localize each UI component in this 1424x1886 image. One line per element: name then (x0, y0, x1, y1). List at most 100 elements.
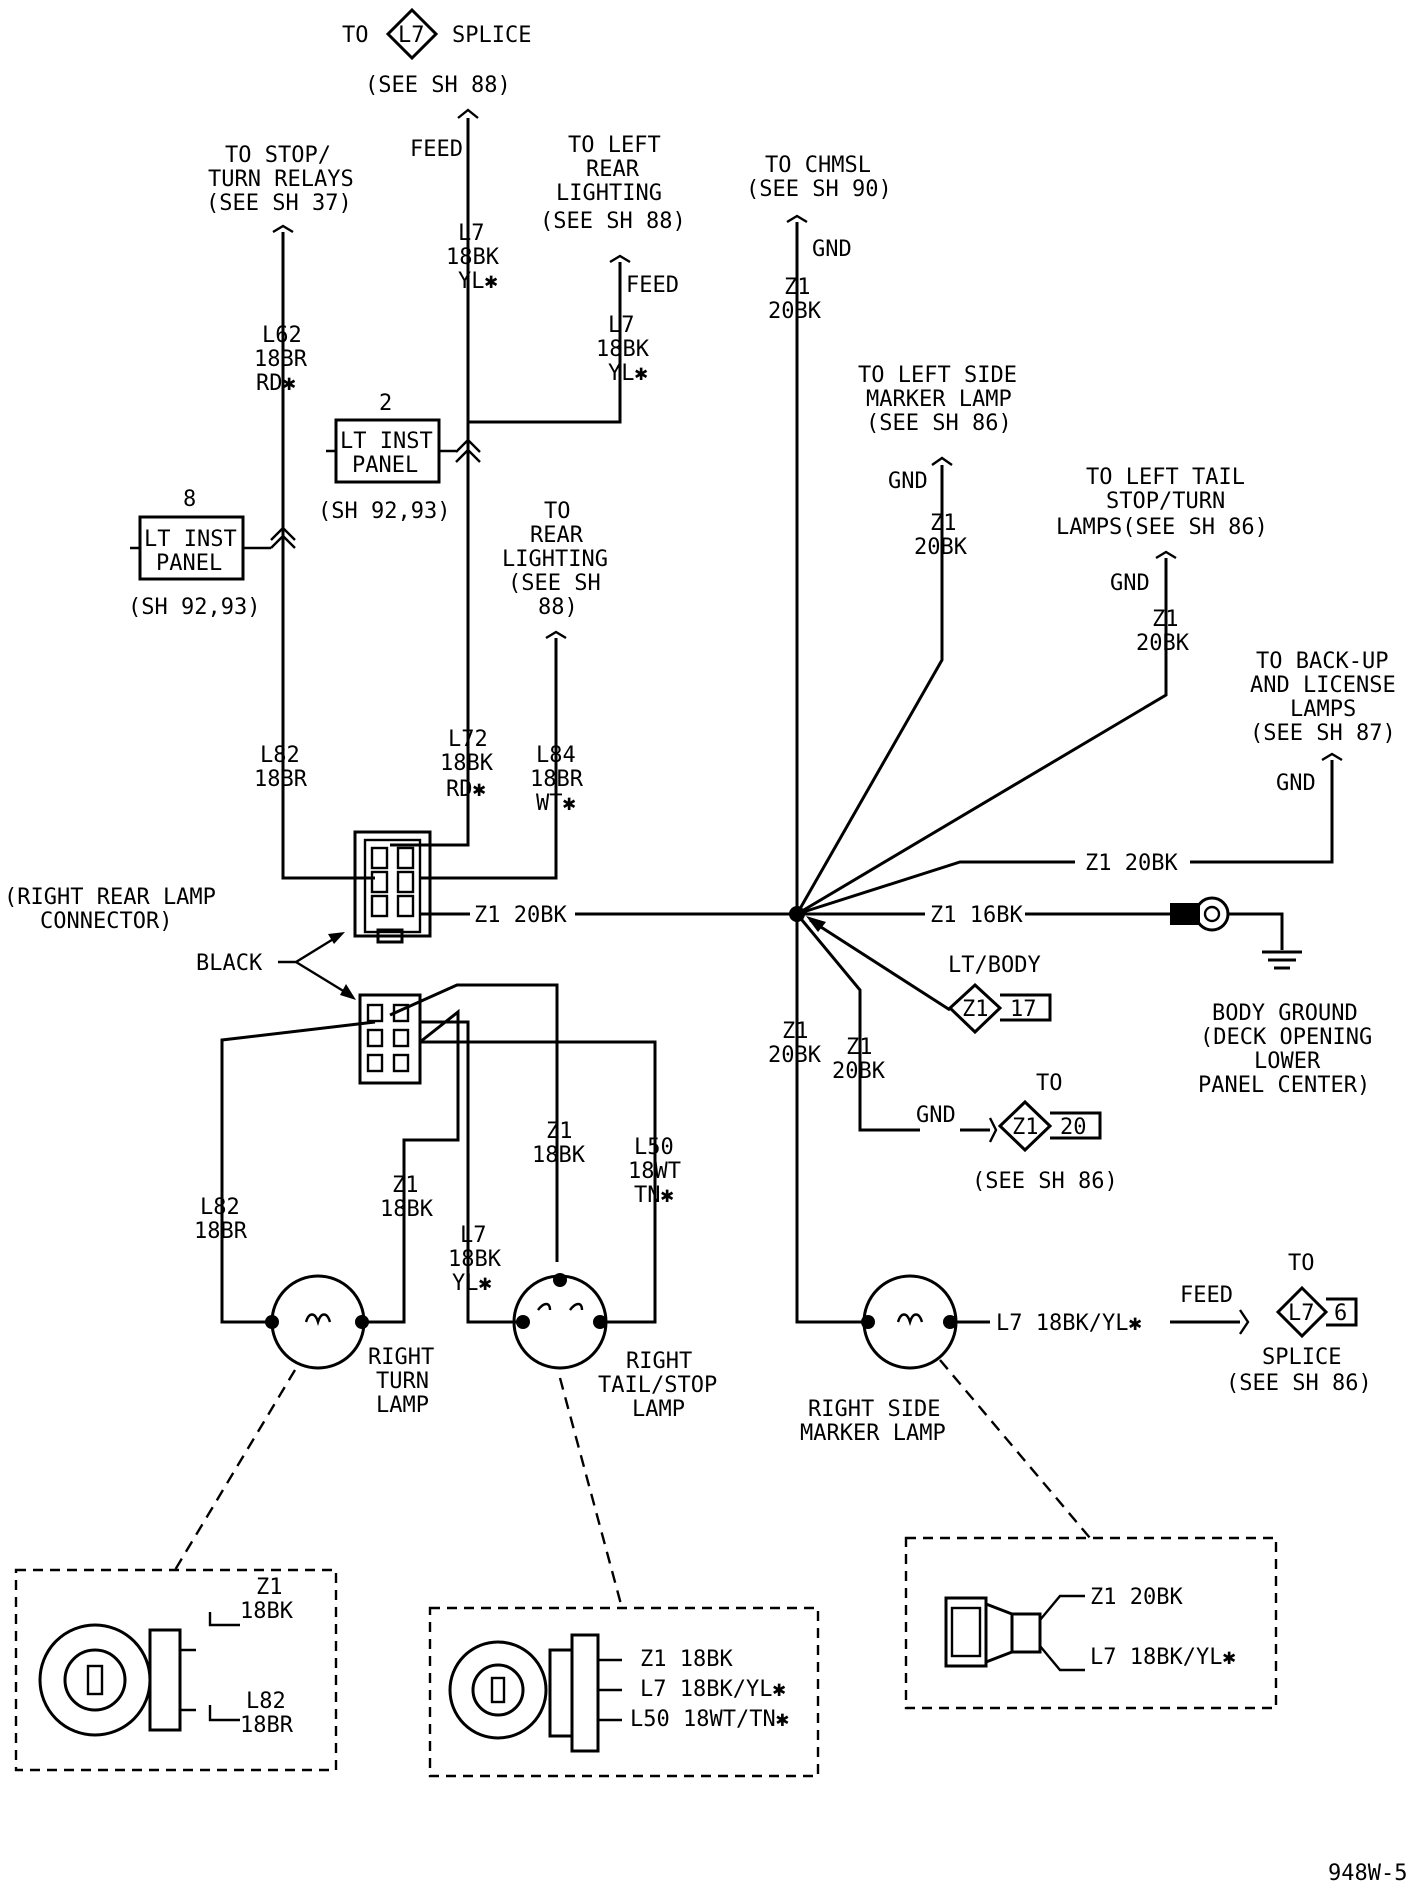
feed-lr: FEED (626, 273, 679, 298)
side-marker-socket-detail (904, 1536, 1278, 1710)
side-marker-2: MARKER LAMP (866, 387, 1012, 412)
lt-inst-panel-8 (130, 515, 271, 581)
splice-top-word: SPLICE (452, 23, 531, 48)
wires (173, 108, 1343, 1609)
panel8-1: LT INST (144, 527, 237, 552)
splice-z1-20 (997, 1099, 1102, 1153)
see-86-a: (SEE SH 86) (972, 1169, 1118, 1194)
left-rear-3: LIGHTING (556, 181, 662, 206)
l50-2: 18WT (628, 1159, 681, 1184)
gnd-20: GND (916, 1103, 956, 1128)
l62-1: L62 (262, 323, 302, 348)
l7-a-2: 18BK (446, 245, 500, 270)
tail-stop-lamp-socket-detail (428, 1606, 820, 1778)
lt-body-id: Z1 (962, 997, 989, 1022)
panel2-1: LT INST (340, 429, 433, 454)
turn-lamp-2: TURN (376, 1369, 429, 1394)
z1-backup: Z1 20BK (1085, 851, 1178, 876)
z1-v2-2: 20BK (832, 1059, 886, 1084)
turn-lamp-1: RIGHT (368, 1345, 434, 1370)
z1-sm-2: 20BK (914, 535, 968, 560)
side-marker-3: (SEE SH 86) (866, 411, 1012, 436)
box1-l82-2: 18BR (240, 1713, 294, 1738)
splice-z1-17 (947, 982, 1052, 1035)
l84-3: WT✱ (536, 791, 576, 816)
z1-20-id: Z1 (1012, 1115, 1039, 1140)
tail-lamp-3: LAMP (632, 1397, 685, 1422)
right-side-marker-lamp (861, 1274, 958, 1370)
l84-2: 18BR (530, 767, 584, 792)
splice6-1: SPLICE (1262, 1345, 1341, 1370)
chmsl-2: (SEE SH 90) (746, 177, 892, 202)
lt-body-num: 17 (1010, 997, 1037, 1022)
splice-top-ref: (SEE SH 88) (365, 73, 511, 98)
panel8-num: 8 (183, 487, 196, 512)
backup-1: TO BACK-UP (1256, 649, 1388, 674)
side-lamp-2: MARKER LAMP (800, 1421, 946, 1446)
tail-1: TO LEFT TAIL (1086, 465, 1245, 490)
l7-a-3: YL✱ (458, 269, 498, 294)
tail-lamp-1: RIGHT (626, 1349, 692, 1374)
chmsl-1: TO CHMSL (765, 153, 871, 178)
l7-b-1: L7 (608, 313, 635, 338)
z1-18-1: Z1 (546, 1119, 573, 1144)
right-rear-lamp-connector-lower (358, 993, 422, 1085)
splice-l7-top (385, 7, 439, 61)
turn-lamp-socket-detail (14, 1568, 338, 1772)
box1-z1-2: 18BK (240, 1599, 294, 1624)
l72-1: L72 (448, 727, 488, 752)
body-ground-4: PANEL CENTER) (1198, 1073, 1370, 1098)
to-20: TO (1036, 1071, 1063, 1096)
l84-1: L84 (536, 743, 576, 768)
rear-light-2: REAR (530, 523, 584, 548)
left-rear-1: TO LEFT (568, 133, 661, 158)
tail-lamp-2: TAIL/STOP (598, 1373, 717, 1398)
z1-20-num: 20 (1060, 1115, 1087, 1140)
panel8-ref: (SH 92,93) (128, 595, 260, 620)
feed-marker: FEED (1180, 1283, 1233, 1308)
gnd-chmsl: GND (812, 237, 852, 262)
side-lamp-1: RIGHT SIDE (808, 1397, 940, 1422)
z1-v1-2: 20BK (768, 1043, 822, 1068)
l82-top-2: 18BR (254, 767, 308, 792)
conn-2: CONNECTOR) (40, 909, 172, 934)
l7-b-3: YL✱ (608, 361, 648, 386)
splice-top-to: TO (342, 23, 369, 48)
l7-marker: L7 18BK/YL✱ (996, 1311, 1142, 1336)
z1-18-2: 18BK (532, 1143, 586, 1168)
splice6-id: L7 (1288, 1301, 1315, 1326)
body-ground-3: LOWER (1254, 1049, 1321, 1074)
tail-3: LAMPS(SEE SH 86) (1056, 515, 1268, 540)
black-label: BLACK (196, 951, 263, 976)
z1-turn-2: 18BK (380, 1197, 434, 1222)
l7-c-1: L7 (460, 1223, 487, 1248)
l72-2: 18BK (440, 751, 494, 776)
l82-bot-2: 18BR (194, 1219, 248, 1244)
box3-1: Z1 20BK (1090, 1585, 1183, 1610)
panel2-ref: (SH 92,93) (318, 499, 450, 524)
z1-v2-1: Z1 (846, 1035, 873, 1060)
turn-lamp-3: LAMP (376, 1393, 429, 1418)
splice-l7-6 (1275, 1285, 1358, 1339)
side-marker-1: TO LEFT SIDE (858, 363, 1017, 388)
rear-light-5: 88) (538, 595, 578, 620)
z1-v1-1: Z1 (782, 1019, 809, 1044)
feed-top: FEED (410, 137, 463, 162)
box2-3: L50 18WT/TN✱ (630, 1707, 789, 1732)
backup-3: LAMPS (1290, 697, 1356, 722)
box2-2: L7 18BK/YL✱ (640, 1677, 786, 1702)
rear-light-4: (SEE SH (508, 571, 601, 596)
panel2-2: PANEL (352, 453, 418, 478)
l7-b-2: 18BK (596, 337, 650, 362)
body-ground-2: (DECK OPENING (1200, 1025, 1372, 1050)
left-rear-4: (SEE SH 88) (540, 209, 686, 234)
l62-2: 18BR (254, 347, 308, 372)
panel2-num: 2 (379, 391, 392, 416)
l72-3: RD✱ (446, 777, 486, 802)
lt-body: LT/BODY (948, 953, 1041, 978)
z1-sm-1: Z1 (930, 511, 957, 536)
box3-2: L7 18BK/YL✱ (1090, 1645, 1236, 1670)
z1-turn-1: Z1 (392, 1173, 419, 1198)
tail-2: STOP/TURN (1106, 489, 1225, 514)
